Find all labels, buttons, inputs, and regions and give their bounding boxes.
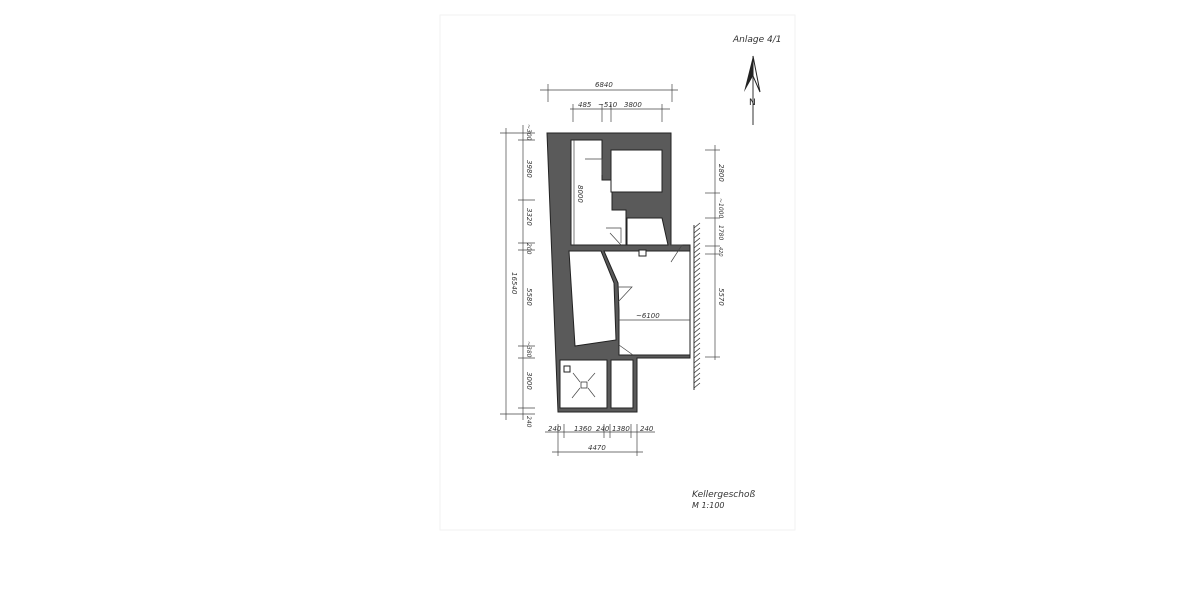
hatch-tick: [693, 287, 701, 294]
dim-top-overall: 6840: [595, 81, 613, 89]
hatch-tick: [693, 337, 701, 344]
hatch-tick: [693, 307, 701, 314]
hatch-tick: [693, 302, 701, 309]
hatch-tick: [693, 262, 701, 269]
hatch-tick: [693, 362, 701, 369]
dim-bottom-4: 1380: [612, 425, 630, 433]
annex-label: Anlage 4/1: [732, 35, 781, 45]
dim-left-7: 3000: [525, 372, 533, 390]
hatch-tick: [693, 222, 701, 229]
dim-inner-horizontal: ~6100: [636, 312, 660, 320]
hatch-tick: [693, 347, 701, 354]
hatch-tick: [693, 252, 701, 259]
dim-left-8: 240: [525, 416, 532, 428]
dim-right-3: 1780: [717, 225, 724, 240]
hatch-tick: [693, 312, 701, 319]
door-symbols: [585, 158, 683, 356]
hatch-tick: [693, 372, 701, 379]
floor-title: Kellergeschoß: [692, 490, 755, 500]
hatch-tick: [693, 267, 701, 274]
dim-inner-vertical: 8000: [576, 185, 584, 203]
dim-left-overall: 16540: [510, 272, 518, 295]
hatch-tick: [693, 247, 701, 254]
north-label: N: [749, 98, 756, 108]
hatch-tick: [693, 352, 701, 359]
hatch-tick: [693, 292, 701, 299]
building-walls: [546, 132, 691, 413]
dim-left-3: 3320: [525, 208, 533, 226]
dim-left-1: ~300: [525, 124, 532, 141]
hatch-tick: [693, 332, 701, 339]
hatch-tick: [693, 382, 701, 389]
dim-right-4: 420: [717, 247, 723, 257]
dim-left-6: ~380: [525, 341, 532, 358]
hatch-tick: [693, 272, 701, 279]
dim-left-2: 3980: [525, 160, 533, 178]
hatch-tick: [693, 277, 701, 284]
scale-label: M 1:100: [692, 501, 725, 510]
hatch-tick: [693, 317, 701, 324]
hatch-tick: [693, 297, 701, 304]
dim-left-4: 200: [525, 243, 532, 255]
floor-drain-icon: [571, 372, 596, 399]
dim-top-1: 485: [578, 101, 592, 109]
left-dimension-lines: [500, 125, 535, 420]
hatch-tick: [693, 342, 701, 349]
hatch-tick: [693, 257, 701, 264]
dim-right-5: 5570: [717, 288, 725, 306]
dim-bottom-1: 240: [548, 425, 562, 433]
dim-left-5: 5580: [525, 288, 533, 306]
vent-icon: [563, 365, 571, 373]
dim-bottom-2: 1360: [574, 425, 592, 433]
dim-right-2: ~1000: [717, 198, 724, 218]
hatch-tick: [693, 327, 701, 334]
hatch-tick: [693, 232, 701, 239]
hatch-tick: [693, 227, 701, 234]
chimney-icon: [638, 249, 647, 257]
earth-hatch: [693, 222, 701, 390]
dim-bottom-3: 240: [596, 425, 610, 433]
hatch-tick: [693, 282, 701, 289]
hatch-tick: [693, 237, 701, 244]
dim-bottom-5: 240: [640, 425, 654, 433]
top-dimension-lines: [540, 84, 678, 122]
hatch-tick: [693, 367, 701, 374]
north-arrow-icon: N: [744, 55, 761, 125]
hatch-tick: [693, 242, 701, 249]
bottom-dimension-lines: [545, 424, 655, 456]
hatch-tick: [693, 357, 701, 364]
dim-top-3: 3800: [624, 101, 642, 109]
dim-top-2: ~510: [598, 101, 618, 109]
hatch-tick: [693, 377, 701, 384]
hatch-tick: [693, 322, 701, 329]
dim-right-1: 2800: [717, 164, 725, 182]
dim-bottom-overall: 4470: [588, 444, 606, 452]
right-dimension-lines: [705, 145, 720, 360]
